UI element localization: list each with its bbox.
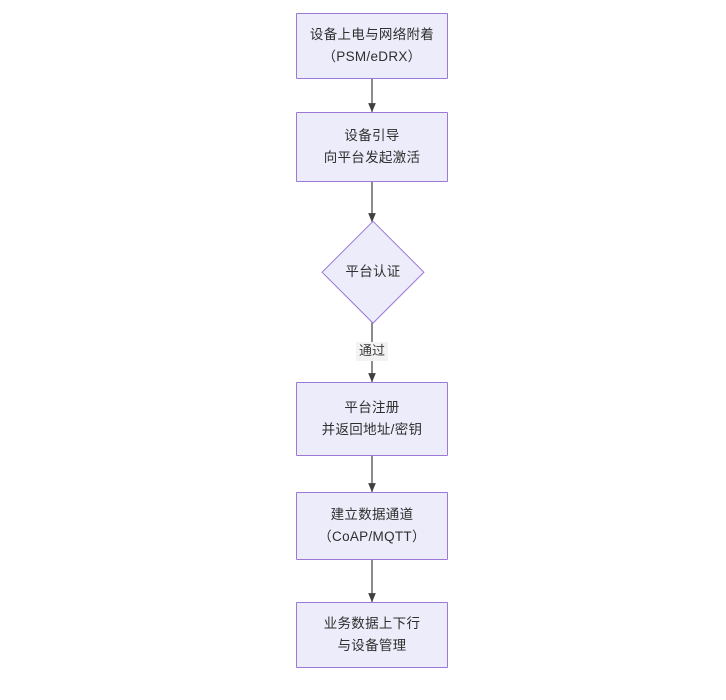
edge-label-pass: 通过 [355,342,389,361]
edge-label-pass-text: 通过 [358,343,386,358]
service-data-node[interactable]: 业务数据上下行 与设备管理 [296,602,448,668]
device-bootstrap-node[interactable]: 设备引导 向平台发起激活 [296,112,448,182]
platform-register-label: 平台注册 并返回地址/密钥 [321,400,423,437]
device-power-on-label: 设备上电与网络附着 （PSM/eDRX） [309,27,435,64]
platform-authentication-label: 平台认证 [345,264,401,280]
platform-authentication-decision[interactable]: 平台认证 [321,220,425,324]
platform-register-node[interactable]: 平台注册 并返回地址/密钥 [296,382,448,456]
service-data-label: 业务数据上下行 与设备管理 [323,616,421,653]
data-channel-node[interactable]: 建立数据通道 （CoAP/MQTT） [296,492,448,560]
data-channel-label: 建立数据通道 （CoAP/MQTT） [318,507,426,544]
device-bootstrap-label: 设备引导 向平台发起激活 [323,128,421,165]
device-power-on-node[interactable]: 设备上电与网络附着 （PSM/eDRX） [296,13,448,79]
